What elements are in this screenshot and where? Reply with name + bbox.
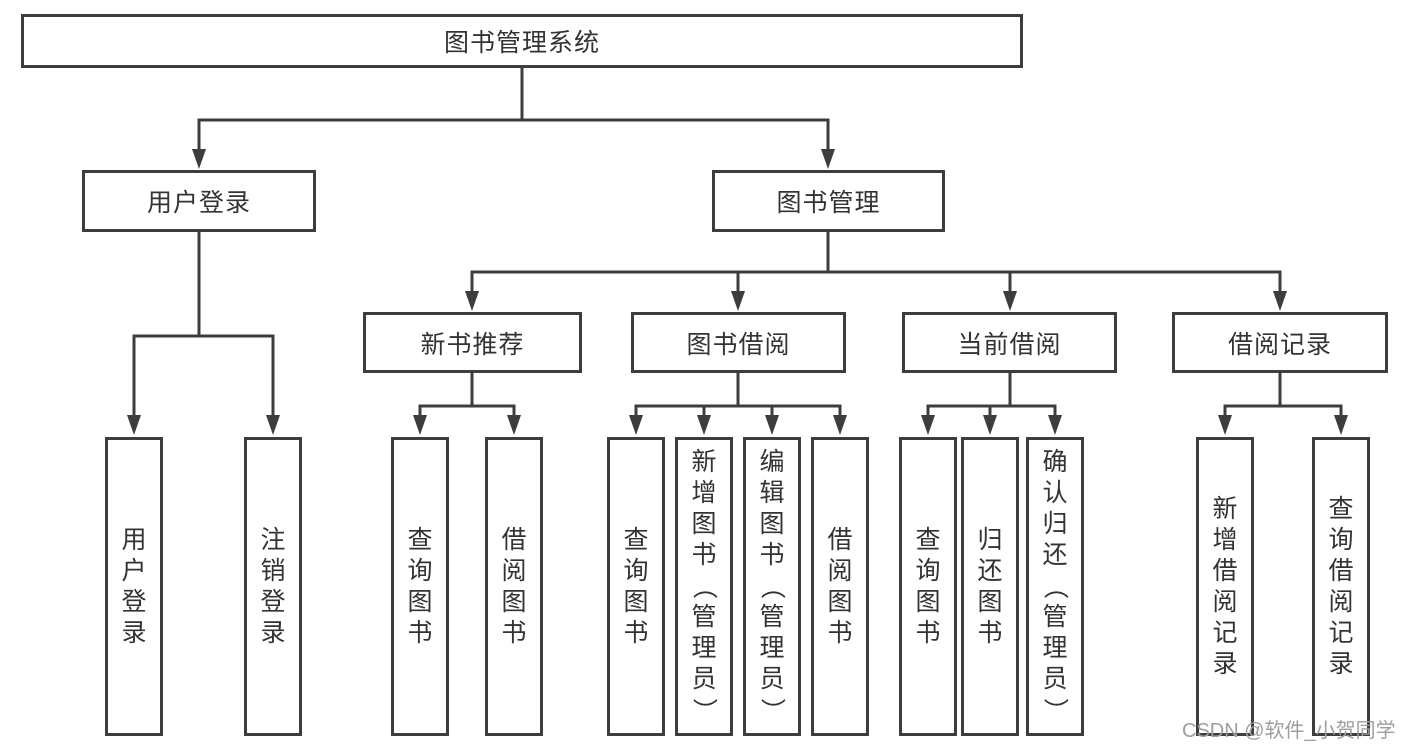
node-book-management-label: 图书管理 [776,189,881,217]
watermark-text: CSDN @软件_小贺同学 [1182,720,1396,742]
node-leaf-bb-borrow-books: 借阅图书 [811,437,869,736]
node-leaf-cb-confirm-return-label: 确认归还（管理员） [1041,448,1070,724]
node-leaf-nb-borrow-books: 借阅图书 [485,437,543,736]
node-leaf-bb-add-books-label: 新增图书（管理员） [690,448,719,724]
node-leaf-bb-edit-books-label: 编辑图书（管理员） [758,448,787,724]
node-borrow-records-label: 借阅记录 [1227,330,1332,359]
node-leaf-cb-query-books-label: 查询图书 [915,525,941,647]
node-leaf-nb-query-books-label: 查询图书 [407,525,433,647]
node-user-login: 用户登录 [82,170,316,232]
node-current-borrow: 当前借阅 [902,312,1117,373]
node-leaf-logout: 注销登录 [244,437,302,736]
node-leaf-bb-query-books-label: 查询图书 [623,525,649,647]
node-leaf-nb-query-books: 查询图书 [391,437,449,736]
connector-shafts [132,68,1343,418]
node-leaf-bb-query-books: 查询图书 [607,437,665,736]
node-leaf-cb-confirm-return: 确认归还（管理员） [1026,437,1084,736]
node-root-label: 图书管理系统 [443,29,600,57]
node-root: 图书管理系统 [21,14,1023,68]
node-book-borrow-label: 图书借阅 [686,330,791,359]
node-leaf-br-add-record: 新增借阅记录 [1196,437,1254,736]
node-leaf-cb-query-books: 查询图书 [899,437,957,736]
node-leaf-logout-label: 注销登录 [260,525,286,647]
node-new-book-recommend-label: 新书推荐 [420,330,525,359]
node-leaf-cb-return-books-label: 归还图书 [977,525,1003,647]
node-leaf-bb-edit-books: 编辑图书（管理员） [743,437,801,736]
node-new-book-recommend: 新书推荐 [363,312,582,373]
node-leaf-br-query-record-label: 查询借阅记录 [1328,494,1354,678]
node-leaf-nb-borrow-books-label: 借阅图书 [501,525,527,647]
node-current-borrow-label: 当前借阅 [957,330,1062,359]
node-leaf-br-add-record-label: 新增借阅记录 [1212,494,1238,678]
node-leaf-user-login-label: 用户登录 [121,525,147,647]
node-borrow-records: 借阅记录 [1172,312,1388,373]
node-leaf-br-query-record: 查询借阅记录 [1312,437,1370,736]
arrowhead-icons [127,149,1348,435]
node-book-management: 图书管理 [712,170,945,232]
node-user-login-label: 用户登录 [146,189,251,217]
node-leaf-bb-borrow-books-label: 借阅图书 [827,525,853,647]
node-book-borrow: 图书借阅 [631,312,846,373]
node-leaf-cb-return-books: 归还图书 [961,437,1019,736]
node-leaf-user-login: 用户登录 [105,437,163,736]
node-leaf-bb-add-books: 新增图书（管理员） [675,437,733,736]
